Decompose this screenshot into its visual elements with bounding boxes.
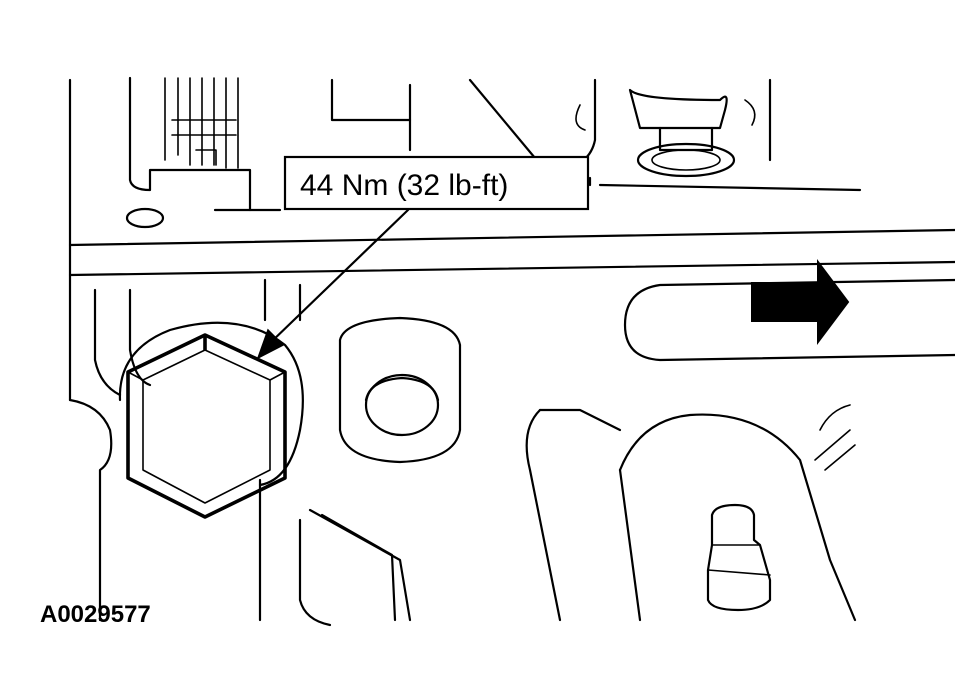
stud-pin [706,503,772,612]
hex-bolt [126,333,287,519]
leader-arrowhead-icon [256,328,285,360]
torque-spec-label: 44 Nm (32 lb-ft) [300,169,508,202]
figure-id: A0029577 [40,601,151,628]
slot-opening [623,278,955,362]
round-boss [338,316,462,464]
lower-housing [68,278,857,627]
torque-callout: 44 Nm (32 lb-ft) [283,155,590,211]
torque-label-box [283,155,590,211]
torque-callout-leader [256,208,410,360]
parting-line [68,228,955,277]
arrow-right-icon [751,259,850,345]
